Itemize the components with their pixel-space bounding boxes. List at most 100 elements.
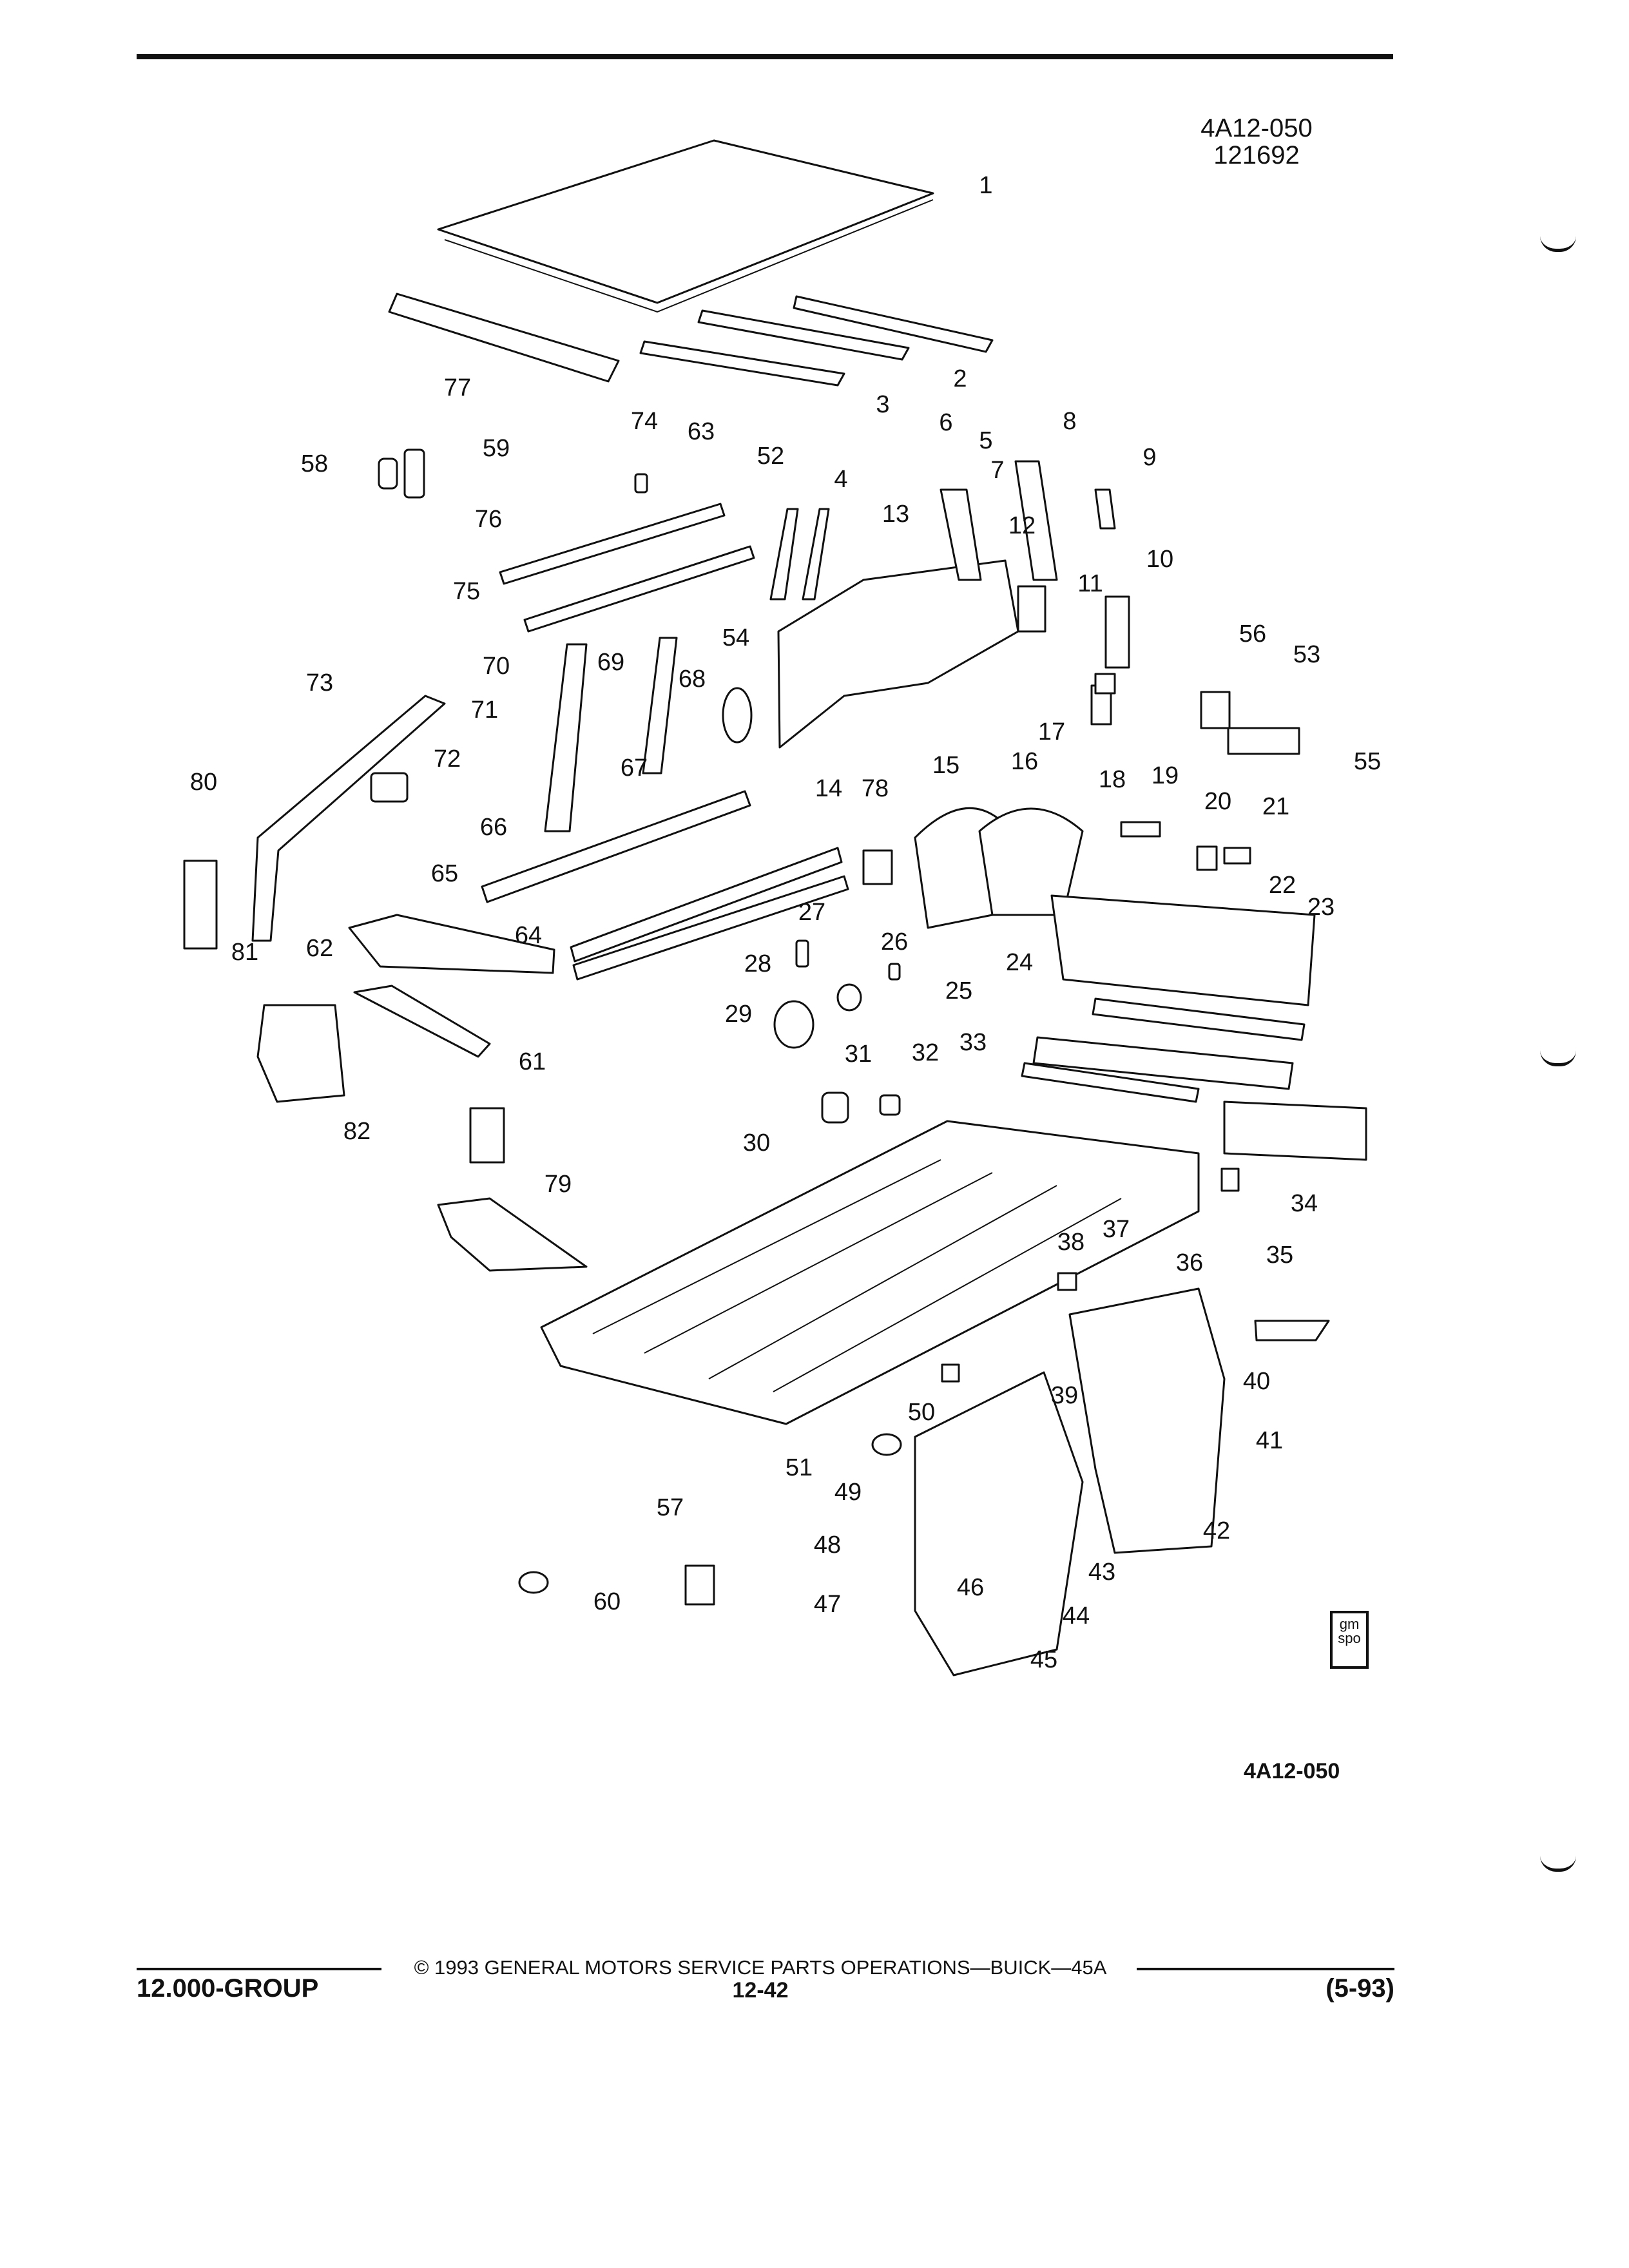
callout-6: 6 [939, 409, 952, 436]
footer-rule-left [137, 1968, 381, 1970]
callout-28: 28 [744, 950, 771, 977]
callout-25: 25 [945, 977, 972, 1004]
callout-75: 75 [453, 578, 480, 605]
logo-line-2: spo [1338, 1630, 1361, 1646]
callout-20: 20 [1204, 788, 1231, 815]
wheelhouse-drawings [914, 807, 1084, 929]
callout-9: 9 [1142, 444, 1156, 471]
callout-45: 45 [1030, 1646, 1057, 1673]
callout-22: 22 [1269, 872, 1296, 899]
callout-16: 16 [1011, 748, 1038, 775]
callout-13: 13 [882, 501, 909, 528]
callout-44: 44 [1063, 1602, 1090, 1629]
callout-68: 68 [679, 666, 706, 693]
quarter-panel-drawing [777, 559, 1019, 749]
callout-17: 17 [1038, 718, 1065, 745]
callout-40: 40 [1243, 1368, 1270, 1395]
callout-69: 69 [597, 649, 624, 676]
callout-42: 42 [1203, 1517, 1230, 1544]
footer-rule-right [1137, 1968, 1394, 1970]
callout-50: 50 [908, 1399, 935, 1426]
callout-37: 37 [1103, 1216, 1130, 1243]
copyright-line: © 1993 GENERAL MOTORS SERVICE PARTS OPER… [414, 1956, 1107, 1979]
callout-78: 78 [862, 775, 889, 802]
callout-11: 11 [1077, 570, 1103, 597]
callout-46: 46 [957, 1574, 984, 1601]
callout-4: 4 [834, 466, 847, 493]
floor-pan-drawing [540, 1120, 1200, 1425]
date-code: 121692 [1213, 141, 1300, 169]
revision-date: (5-93) [1325, 1974, 1394, 2003]
roof-bow-drawings [388, 293, 994, 387]
callout-24: 24 [1006, 949, 1033, 976]
callout-8: 8 [1063, 408, 1076, 435]
pillar-drawings [769, 460, 1130, 669]
small-part-drawings [183, 448, 1330, 1606]
callout-57: 57 [657, 1494, 684, 1521]
rear-panel-drawings [1021, 894, 1367, 1161]
callout-79: 79 [545, 1171, 572, 1198]
callout-48: 48 [814, 1532, 841, 1559]
bottom-figure-code: 4A12-050 [1244, 1759, 1340, 1783]
edge-mark-1 [1540, 236, 1576, 252]
callout-51: 51 [786, 1454, 813, 1481]
callout-56: 56 [1239, 620, 1266, 648]
callout-31: 31 [845, 1041, 872, 1068]
callout-26: 26 [881, 928, 908, 956]
callout-3: 3 [876, 391, 889, 418]
callout-60: 60 [593, 1588, 621, 1615]
callout-63: 63 [688, 418, 715, 445]
callout-32: 32 [912, 1039, 939, 1066]
edge-mark-2 [1540, 1050, 1576, 1066]
callout-47: 47 [814, 1591, 841, 1618]
callout-2: 2 [953, 365, 967, 392]
callout-1: 1 [979, 172, 992, 199]
callout-72: 72 [434, 745, 461, 773]
callout-59: 59 [483, 435, 510, 462]
callout-7: 7 [990, 457, 1004, 484]
callout-53: 53 [1293, 641, 1320, 668]
callout-38: 38 [1057, 1229, 1084, 1256]
callout-58: 58 [301, 450, 328, 477]
callout-36: 36 [1176, 1249, 1203, 1276]
callout-76: 76 [475, 506, 502, 533]
callout-73: 73 [306, 669, 333, 697]
callout-62: 62 [306, 935, 333, 962]
callout-19: 19 [1152, 762, 1179, 789]
cowl-drawings [348, 914, 555, 1058]
group-label: 12.000-GROUP [137, 1974, 319, 2003]
page-number: 12-42 [732, 1978, 789, 2003]
callout-35: 35 [1266, 1242, 1293, 1269]
front-pillar-drawings [251, 637, 678, 942]
callout-39: 39 [1051, 1382, 1078, 1409]
side-rail-drawings [499, 503, 755, 633]
callout-41: 41 [1256, 1427, 1283, 1454]
roof-panel-drawing [437, 139, 934, 313]
callout-21: 21 [1262, 793, 1289, 820]
callout-82: 82 [343, 1118, 371, 1145]
callout-30: 30 [743, 1129, 770, 1157]
callout-12: 12 [1008, 512, 1036, 539]
callout-18: 18 [1099, 766, 1126, 793]
top-rule [137, 54, 1393, 59]
callout-52: 52 [757, 443, 784, 470]
callout-15: 15 [932, 752, 959, 779]
callout-80: 80 [190, 769, 217, 796]
callout-34: 34 [1291, 1190, 1318, 1217]
callout-49: 49 [834, 1479, 862, 1506]
callout-5: 5 [979, 427, 992, 454]
callout-64: 64 [515, 922, 542, 949]
edge-mark-3 [1540, 1856, 1576, 1872]
callout-10: 10 [1146, 546, 1173, 573]
callout-77: 77 [444, 374, 471, 401]
rocker-drawings [481, 790, 849, 981]
callout-70: 70 [483, 653, 510, 680]
callout-65: 65 [431, 860, 458, 887]
callout-71: 71 [471, 697, 498, 724]
door-drawings [914, 1287, 1226, 1677]
callout-14: 14 [815, 775, 842, 802]
callout-43: 43 [1088, 1559, 1115, 1586]
callout-67: 67 [621, 754, 648, 782]
